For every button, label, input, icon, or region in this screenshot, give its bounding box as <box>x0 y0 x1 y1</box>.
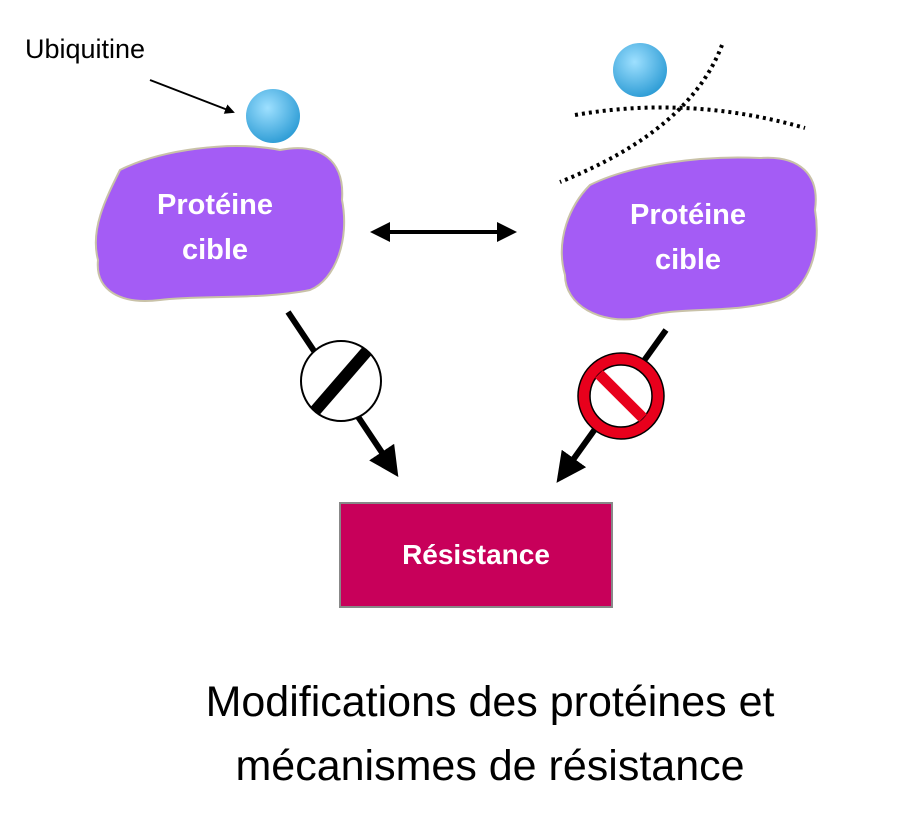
protein-right-shape <box>560 156 818 321</box>
ubiquitin-right <box>613 43 667 97</box>
protein-right-line1: Protéine <box>629 199 747 231</box>
title-line1: Modifications des protéines et <box>205 678 775 726</box>
diagram-title: Modifications des protéines et mécanisme… <box>100 670 880 798</box>
prohibited-icon <box>577 352 665 440</box>
protein-left-line1: Protéine <box>156 189 274 221</box>
protein-left-label: Protéine cible <box>115 183 315 273</box>
ubiquitin-pointer-arrow <box>149 79 235 114</box>
protein-right-label: Protéine cible <box>588 193 788 283</box>
title-line2: mécanismes de résistance <box>235 742 745 790</box>
ubiquitin-left <box>246 89 300 143</box>
resistance-box <box>339 502 613 608</box>
dotted-line-vertical <box>559 44 724 184</box>
resistance-label: Résistance <box>402 539 550 570</box>
ubiquitin-label: Ubiquitine <box>25 34 146 64</box>
protein-left-shape <box>94 145 346 302</box>
protein-left-line2: cible <box>181 234 249 266</box>
blocked-symbol-icon <box>300 340 382 422</box>
protein-right-line2: cible <box>654 244 722 276</box>
dotted-line-horizontal <box>574 105 806 130</box>
